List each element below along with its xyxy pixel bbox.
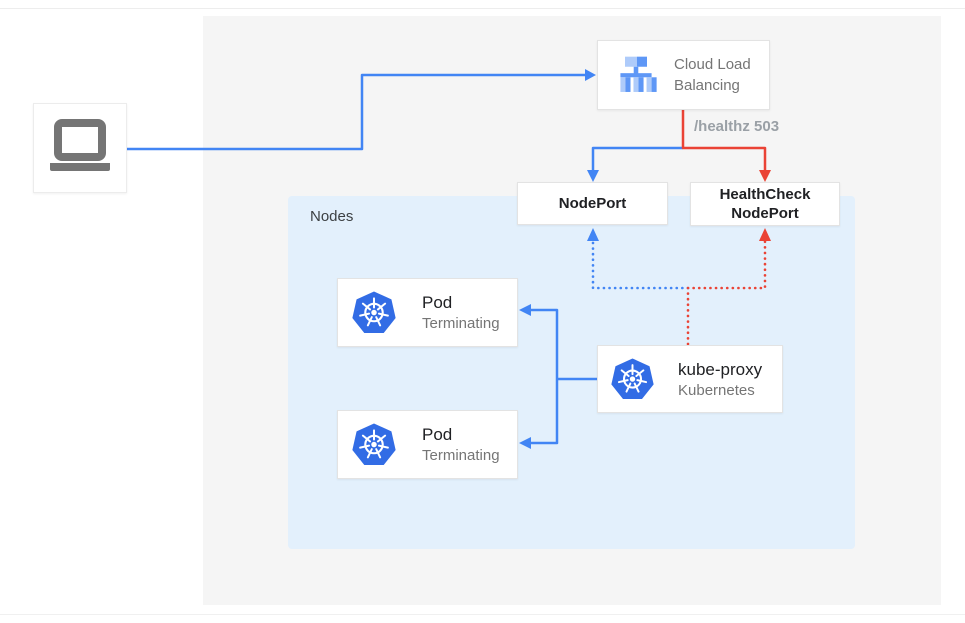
nodes-label: Nodes: [310, 208, 354, 225]
kubernetes-icon: [611, 357, 654, 399]
healthcheck-nodeport-node: HealthCheck NodePort: [690, 182, 840, 226]
pod-name: Pod: [422, 293, 453, 312]
kube-proxy-name: kube-proxy: [678, 359, 763, 379]
cloud-load-balancing-label: Cloud Load Balancing: [674, 56, 751, 94]
kubernetes-icon: [352, 422, 396, 465]
pod-status: Terminating: [422, 315, 500, 332]
client-node: [33, 103, 127, 193]
kubernetes-icon: [352, 290, 396, 333]
pod-status: Terminating: [422, 447, 500, 464]
nodeport-label: NodePort: [558, 195, 627, 212]
pod-name: Pod: [422, 425, 453, 444]
pod-node-1: Pod Terminating: [337, 278, 518, 347]
top-divider: [0, 8, 965, 9]
healthcheck-nodeport-label: HealthCheck NodePort: [719, 186, 811, 222]
kube-proxy-node: kube-proxy Kubernetes: [597, 345, 783, 413]
bottom-divider: [0, 614, 965, 615]
laptop-icon: [50, 119, 110, 171]
nodeport-node: NodePort: [517, 182, 668, 225]
healthz-status-label: /healthz 503: [694, 118, 780, 135]
kube-proxy-subtitle: Kubernetes: [678, 381, 755, 399]
cloud-load-balancing-icon: [620, 56, 657, 92]
pod-node-2: Pod Terminating: [337, 410, 518, 479]
cloud-load-balancing-node: Cloud Load Balancing: [597, 40, 770, 110]
